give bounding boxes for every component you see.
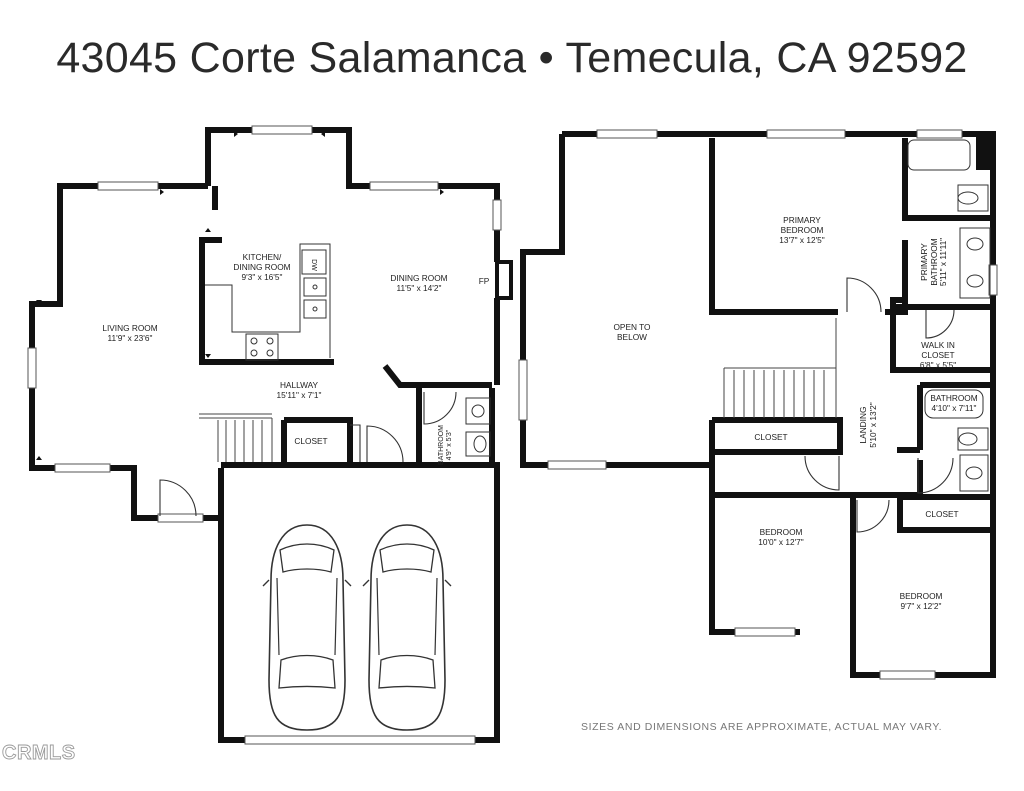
first-floor-doors — [159, 391, 457, 517]
primary-bedroom-2: BEDROOM — [781, 225, 824, 235]
fireplace-label: FP — [479, 276, 490, 286]
disclaimer-text: SIZES AND DIMENSIONS ARE APPROXIMATE, AC… — [581, 721, 943, 733]
living-room-label: LIVING ROOM — [102, 323, 157, 333]
closet-label: CLOSET — [294, 436, 327, 446]
kitchen-fixtures — [205, 243, 331, 361]
page-title: 43045 Corte Salamanca • Temecula, CA 925… — [56, 34, 968, 82]
car-right — [362, 524, 452, 731]
hvac-block — [976, 136, 990, 170]
bathroom-2-label: BATHROOM — [930, 393, 977, 403]
second-floor-windows — [518, 129, 998, 680]
bathroom-2-size: 4'10" x 7'11" — [932, 403, 977, 413]
walk-in-closet-1: WALK IN — [921, 340, 955, 350]
bedroom-a-size: 10'0" x 12'7" — [758, 537, 804, 547]
hallway-size: 15'11" x 7'1" — [277, 390, 322, 400]
first-floor-bath-fixtures — [465, 397, 491, 457]
kitchen-size: 9'3" x 16'5" — [242, 272, 283, 282]
bedroom-a-label: BEDROOM — [760, 527, 803, 537]
second-floor-doors — [804, 277, 955, 533]
bedroom-b-size: 9'7" x 12'2" — [901, 601, 942, 611]
dishwasher-label: DW — [310, 259, 317, 271]
primary-bathroom-size: 5'11" x 11'11" — [938, 238, 948, 286]
living-room-size: 11'9" x 23'6" — [108, 333, 153, 343]
first-floor-windows — [27, 125, 502, 745]
landing-size: 5'10" x 13'2" — [868, 402, 878, 448]
second-floor-bath-fixtures — [907, 139, 991, 492]
car-left — [262, 524, 352, 731]
closet-a-label: CLOSET — [754, 432, 787, 442]
landing-label: LANDING — [858, 407, 868, 444]
dining-room-size: 11'5" x 14'2" — [397, 283, 442, 293]
dining-room-label: DINING ROOM — [390, 273, 447, 283]
hallway-label: HALLWAY — [280, 380, 319, 390]
first-floor-stairs — [199, 413, 273, 462]
measurement-ticks — [36, 131, 444, 460]
bedroom-b-label: BEDROOM — [900, 591, 943, 601]
bathroom-label: BATHROOM — [438, 425, 445, 465]
walk-in-closet-size: 6'8" x 5'5" — [920, 360, 956, 370]
primary-bathroom-2: BATHROOM — [929, 238, 939, 285]
open-to-below-2: BELOW — [617, 332, 647, 342]
kitchen-label-2: DINING ROOM — [233, 262, 290, 272]
primary-bathroom-1: PRIMARY — [919, 243, 929, 281]
watermark-logo: CRMLS — [2, 742, 76, 765]
primary-bedroom-1: PRIMARY — [783, 215, 821, 225]
walk-in-closet-2: CLOSET — [921, 350, 954, 360]
closet-b-label: CLOSET — [925, 509, 958, 519]
bathroom-size: 4'9" x 5'3" — [446, 429, 453, 460]
open-to-below-1: OPEN TO — [613, 322, 651, 332]
kitchen-label-1: KITCHEN/ — [243, 252, 282, 262]
second-floor-stairs — [723, 318, 837, 418]
fireplace — [495, 260, 513, 300]
primary-bedroom-size: 13'7" x 12'5" — [779, 235, 825, 245]
